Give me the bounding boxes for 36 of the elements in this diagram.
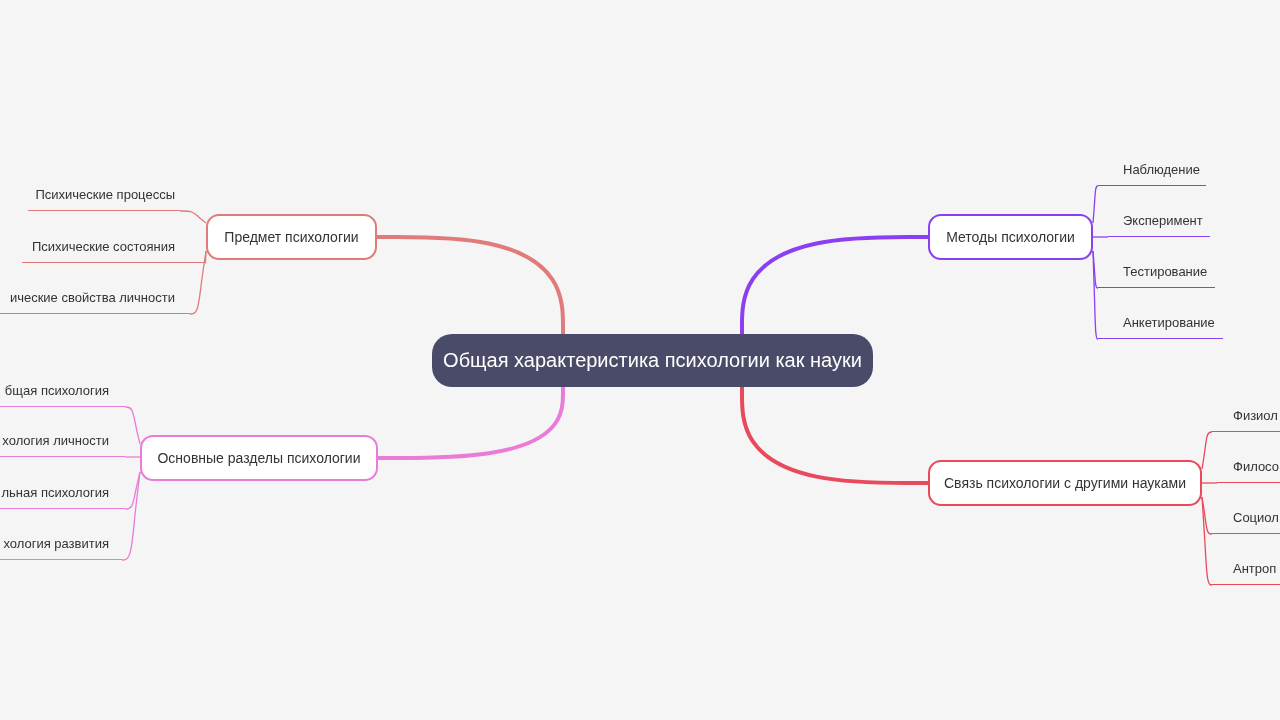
subtopic-label: хология развития — [0, 532, 122, 560]
subtopic-label: Наблюдение — [1098, 158, 1206, 186]
subtopic-label: Физиол — [1212, 404, 1280, 432]
connector-line — [378, 387, 565, 460]
connector-line — [1201, 431, 1213, 470]
connector-line — [1092, 250, 1099, 340]
connector-line — [124, 456, 141, 458]
topic-box: Методы психологии — [928, 214, 1093, 260]
connector-line — [124, 406, 141, 445]
subtopic-label: Антроп — [1212, 557, 1280, 585]
connector-line — [179, 210, 207, 224]
connector-line — [1092, 185, 1099, 224]
topic-box: Предмет психологии — [206, 214, 377, 260]
subtopic-label: Социол — [1212, 506, 1280, 534]
subtopic-label: льная психология — [0, 481, 125, 509]
subtopic-label: бщая психология — [0, 379, 125, 407]
connector-line — [740, 387, 928, 485]
topic-box: Основные разделы психологии — [140, 435, 378, 481]
connector-line — [1201, 496, 1213, 586]
subtopic-label: Психические процессы — [28, 183, 180, 211]
connector-line — [1201, 482, 1218, 484]
connector-line — [204, 250, 207, 264]
connector-line — [189, 250, 207, 315]
subtopic-label: Филосо — [1217, 455, 1280, 483]
subtopic-label: хология личности — [0, 429, 125, 457]
connector-line — [1092, 236, 1109, 238]
subtopic-label: Психические состояния — [22, 235, 205, 263]
central-topic: Общая характеристика психологии как науки — [432, 334, 873, 387]
connector-line — [377, 235, 565, 334]
subtopic-label: Эксперимент — [1108, 209, 1210, 237]
topic-box: Связь психологии с другими науками — [928, 460, 1202, 506]
connector-line — [740, 235, 928, 334]
subtopic-label: Анкетирование — [1098, 311, 1223, 339]
connector-line — [121, 471, 141, 561]
subtopic-label: ические свойства личности — [0, 286, 190, 314]
subtopic-label: Тестирование — [1098, 260, 1215, 288]
